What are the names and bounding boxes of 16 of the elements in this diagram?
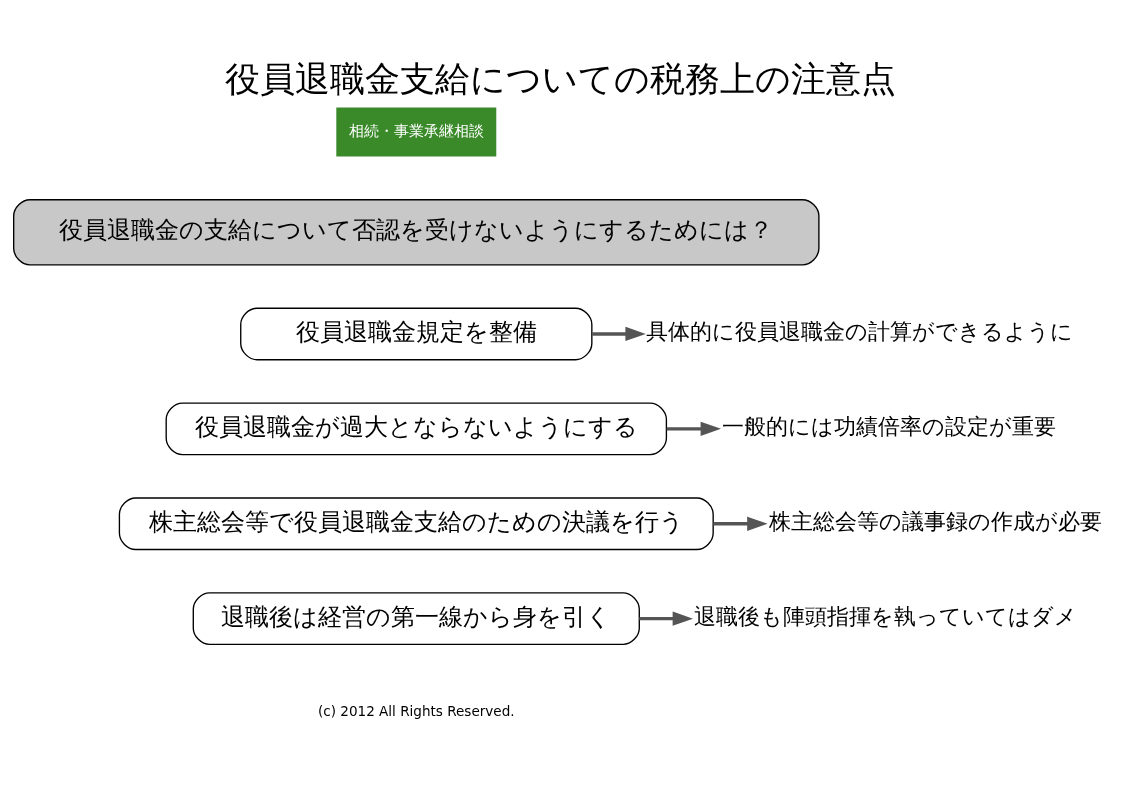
diagram-title: 役員退職金支給についての税務上の注意点: [225, 57, 897, 99]
arrow: [713, 516, 768, 531]
node-box: 役員退職金規定を整備: [240, 307, 593, 360]
node-text: 株主総会等の議事録の作成が必要: [768, 508, 1102, 534]
arrow: [592, 326, 646, 341]
label: 相続・事業承継相談: [348, 121, 484, 140]
node-box: 役員退職金の支給について否認を受けないようにするためには？: [13, 198, 820, 265]
node-text: 退職後も陣頭指揮を執っていてはダメ: [693, 603, 1077, 629]
node-text: 具体的に役員退職金の計算ができるように: [646, 318, 1074, 344]
node-text: 一般的には功績倍率の設定が重要: [722, 413, 1057, 439]
arrow: [666, 421, 721, 436]
label: (c) 2012 All Rights Reserved.: [317, 702, 515, 719]
node-box: 役員退職金が過大とならないようにする: [165, 401, 668, 455]
node-box: 退職後は経営の第一線から身を引く: [192, 591, 640, 645]
arrow: [639, 611, 693, 626]
node-box: 株主総会等で役員退職金支給のための決議を行う: [118, 496, 714, 550]
